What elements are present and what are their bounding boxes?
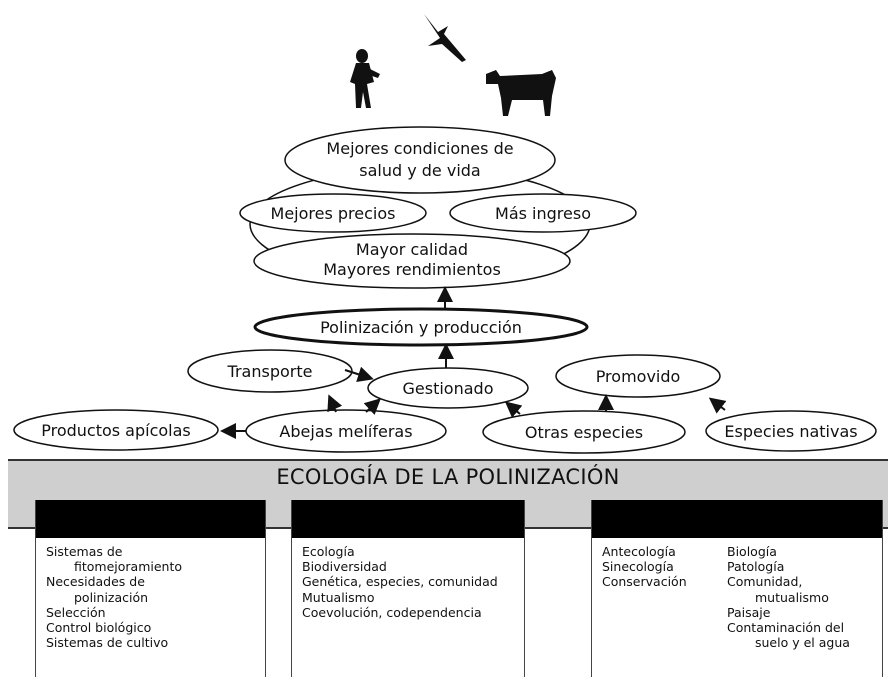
list-item: Contaminación del	[727, 620, 845, 636]
person-icon	[350, 49, 380, 108]
node-calidad-line1: Mayor calidad	[356, 240, 468, 259]
list-item: Genética, especies, comunidad	[302, 574, 498, 590]
list-item: Mutualismo	[302, 589, 375, 605]
list-item: Control biológico	[46, 620, 152, 636]
node-gestionado	[367, 367, 529, 409]
node-gestionado-label: Gestionado	[403, 379, 494, 398]
column-right-sublist-b: Biología Patología Comunidad, mutualismo…	[727, 544, 850, 650]
column-left-list: Sistemas de fitomejoramiento Necesidades…	[36, 538, 265, 650]
node-transporte-label: Transporte	[227, 362, 313, 381]
list-item: Sinecología	[602, 559, 674, 575]
list-item: suelo y el agua	[755, 635, 850, 651]
list-item: fitomejoramiento	[74, 559, 183, 575]
list-item: Conservación	[602, 574, 687, 590]
list-item: Antecología	[602, 544, 676, 559]
node-precios-label: Mejores precios	[271, 204, 396, 223]
node-otras-label: Otras especies	[525, 423, 643, 442]
list-item: mutualismo	[755, 589, 829, 605]
arrow-abejas-gestionado-1	[327, 394, 343, 413]
column-right-sublist-a: Antecología Sinecología Conservación	[602, 544, 727, 650]
list-item: Selección	[46, 604, 106, 620]
node-nativas	[705, 410, 877, 452]
list-item: Necesidades de	[46, 574, 145, 590]
list-item: Biodiversidad	[302, 559, 387, 575]
node-polinizacion-label: Polinización y producción	[320, 318, 522, 337]
node-transporte	[187, 349, 353, 393]
arrow-abejas-gestionado-2	[363, 398, 381, 416]
pollination-diagram: Mejores condiciones de salud y de vida M…	[13, 14, 877, 454]
column-right-header	[592, 500, 882, 538]
arrow-nativas-promovido	[708, 397, 727, 414]
node-calidad-line2: Mayores rendimientos	[323, 260, 501, 279]
column-right-list: Antecología Sinecología Conservación Bio…	[592, 538, 882, 650]
node-promovido	[555, 354, 721, 398]
column-middle-header	[292, 500, 524, 538]
node-nativas-label: Especies nativas	[724, 422, 857, 441]
node-promovido-label: Promovido	[596, 367, 681, 386]
arrow-otras-gestionado	[504, 401, 523, 418]
node-productos-label: Productos apícolas	[41, 421, 191, 440]
column-middle: Ecología Biodiversidad Genética, especie…	[291, 500, 525, 677]
list-item: Patología	[727, 559, 785, 575]
list-item: Ecología	[302, 544, 355, 559]
column-middle-list: Ecología Biodiversidad Genética, especie…	[292, 538, 524, 620]
node-ingreso	[449, 193, 637, 233]
list-item: Paisaje	[727, 604, 771, 620]
node-salud-line2: salud y de vida	[359, 161, 480, 180]
column-left: Sistemas de fitomejoramiento Necesidades…	[35, 500, 266, 677]
list-item: Sistemas de	[46, 544, 123, 559]
node-abejas-label: Abejas melíferas	[279, 422, 412, 441]
node-salud	[284, 126, 556, 194]
node-polinizacion	[253, 307, 589, 347]
list-item: Comunidad,	[727, 574, 803, 590]
node-otras	[482, 410, 686, 454]
list-item: Sistemas de cultivo	[46, 635, 169, 651]
arrow-transporte-gestionado	[344, 366, 374, 382]
column-right: Antecología Sinecología Conservación Bio…	[591, 500, 883, 677]
band-title: ECOLOGÍA DE LA POLINIZACIÓN	[276, 465, 620, 489]
list-item: polinización	[74, 589, 149, 605]
column-left-header	[36, 500, 265, 538]
bird-icon	[424, 14, 466, 62]
node-calidad	[253, 233, 571, 289]
node-salud-line1: Mejores condiciones de	[326, 139, 513, 158]
list-item: Biología	[727, 544, 777, 559]
cow-icon	[486, 70, 556, 116]
list-item: Coevolución, codependencia	[302, 604, 482, 620]
node-ingreso-label: Más ingreso	[495, 204, 591, 223]
node-precios	[239, 193, 427, 233]
node-productos	[13, 409, 219, 451]
